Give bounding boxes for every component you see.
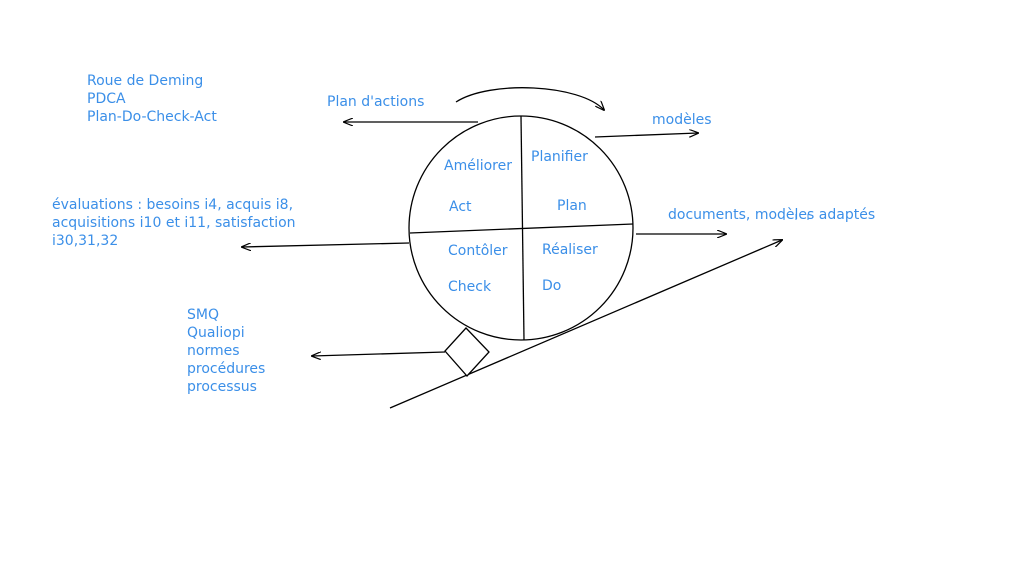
title-block: Roue de Deming PDCA Plan-Do-Check-Act	[87, 72, 217, 126]
arrow-smq	[312, 351, 446, 356]
quadrant-check-en: Check	[448, 279, 492, 295]
wheel-divider-horizontal	[409, 223, 634, 234]
improvement-slope	[389, 240, 782, 409]
title-line: Roue de Deming	[87, 73, 204, 89]
smq-line: procédures	[187, 361, 266, 377]
rotation-arrow	[455, 87, 604, 110]
label-plan-actions: Plan d'actions	[327, 94, 425, 110]
quadrant-plan-en: Plan	[557, 198, 587, 214]
smq-line: Qualiopi	[187, 325, 245, 341]
smq-line: processus	[187, 379, 257, 395]
quadrant-plan-fr: Planifier	[531, 149, 588, 165]
label-evaluations: évaluations : besoins i4, acquis i8, acq…	[52, 196, 296, 250]
label-documents: documents, modèles adaptés	[668, 207, 876, 223]
quadrant-do-fr: Réaliser	[542, 242, 598, 258]
wedge-stopper	[444, 327, 490, 377]
tick-marks	[783, 214, 809, 220]
evaluations-line: acquisitions i10 et i11, satisfaction	[52, 215, 296, 231]
label-smq: SMQ Qualiopi normes procédures processus	[187, 306, 265, 396]
quadrant-check-fr: Contôler	[448, 243, 508, 259]
quadrant-act-fr: Améliorer	[444, 158, 512, 174]
title-line: Plan-Do-Check-Act	[87, 109, 217, 125]
smq-line: SMQ	[187, 307, 219, 323]
title-line: PDCA	[87, 91, 126, 107]
label-modeles: modèles	[652, 112, 712, 128]
smq-line: normes	[187, 343, 240, 359]
arrow-evaluations	[242, 242, 410, 247]
evaluations-line: évaluations : besoins i4, acquis i8,	[52, 197, 294, 213]
quadrant-do-en: Do	[542, 278, 562, 294]
evaluations-line: i30,31,32	[52, 233, 119, 249]
quadrant-act-en: Act	[449, 199, 472, 215]
arrow-modeles	[594, 133, 698, 138]
